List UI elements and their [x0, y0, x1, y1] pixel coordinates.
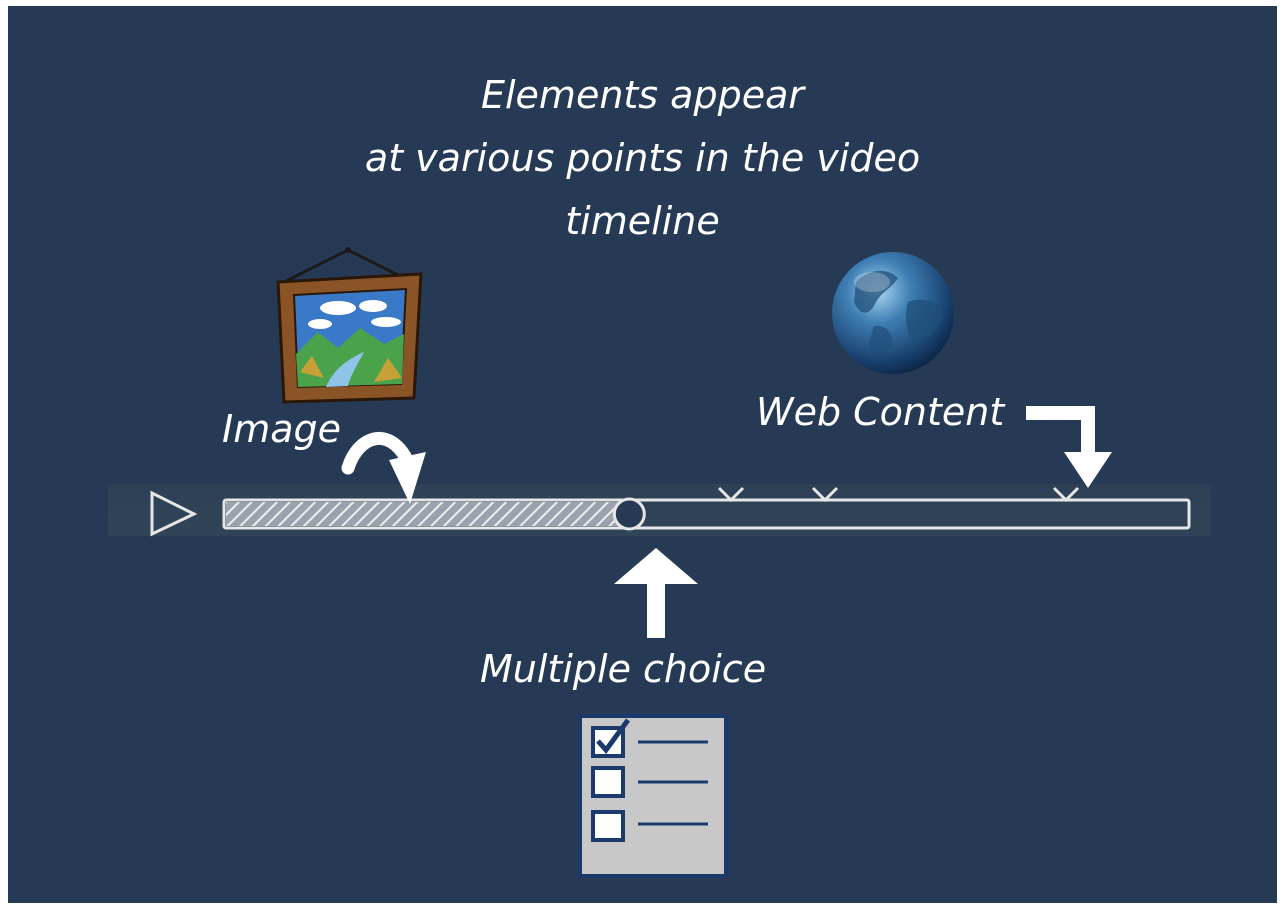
title-line-1: Elements appear: [480, 73, 805, 117]
checklist-icon: [578, 714, 728, 878]
diagram-title: Elements appear at various points in the…: [8, 64, 1277, 253]
diagram-graphics: [108, 247, 1211, 878]
web-content-label: Web Content: [756, 390, 1005, 434]
video-timeline: [108, 484, 1211, 537]
marker-tick-2: [811, 486, 839, 503]
title-line-3: timeline: [565, 199, 720, 243]
marker-tick-3: [1052, 486, 1080, 503]
timeline-progress-fill: [226, 502, 620, 526]
picture-frame-icon: [276, 247, 423, 404]
title-line-2: at various points in the video: [364, 136, 921, 180]
play-icon: [150, 490, 198, 537]
image-label: Image: [222, 407, 342, 451]
multiple-choice-arrow: [614, 548, 698, 638]
timeline-playhead: [612, 497, 646, 531]
image-arrow: [341, 432, 426, 504]
timeline-track: [222, 498, 1191, 530]
multiple-choice-label: Multiple choice: [480, 647, 767, 691]
web-content-arrow: [1026, 406, 1112, 488]
marker-tick-1: [717, 486, 745, 503]
globe-icon: [832, 252, 954, 374]
diagram-canvas: Elements appear at various points in the…: [8, 6, 1277, 903]
